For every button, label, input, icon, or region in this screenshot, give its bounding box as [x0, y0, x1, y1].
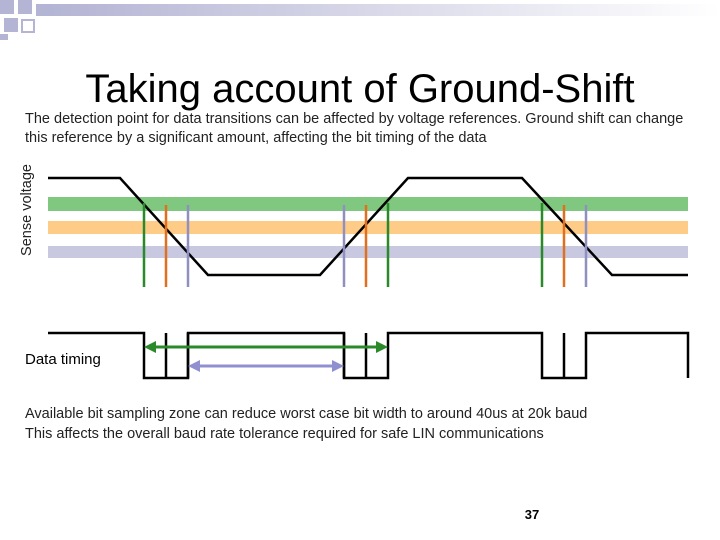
page-number: 37 [524, 507, 540, 522]
data-timing-label: Data timing [25, 351, 101, 368]
corner-square [0, 34, 8, 40]
slide-subtitle: The detection point for data transitions… [25, 111, 684, 146]
footnote-line: Available bit sampling zone can reduce w… [25, 406, 588, 422]
max-bit-width-arrow [144, 341, 388, 353]
corner-square [4, 18, 18, 32]
min-bit-width-arrow [188, 360, 344, 372]
corner-square [21, 19, 35, 33]
threshold-band-orange [48, 221, 688, 234]
sense-voltage-waveform [48, 176, 688, 277]
data-timing-waveform [48, 331, 690, 380]
footnote-line: This affects the overall baud rate toler… [25, 426, 544, 442]
corner-decoration [0, 0, 720, 40]
footnote: Available bit sampling zone can reduce w… [25, 404, 705, 444]
header-bar [48, 4, 720, 16]
slide-title: Taking account of Ground-Shift [85, 67, 635, 111]
threshold-band-lavender [48, 246, 688, 258]
corner-square [0, 0, 14, 14]
corner-square [36, 4, 48, 16]
y-axis-label: Sense voltage [19, 164, 35, 256]
corner-square [18, 0, 32, 14]
threshold-band-green [48, 197, 688, 211]
